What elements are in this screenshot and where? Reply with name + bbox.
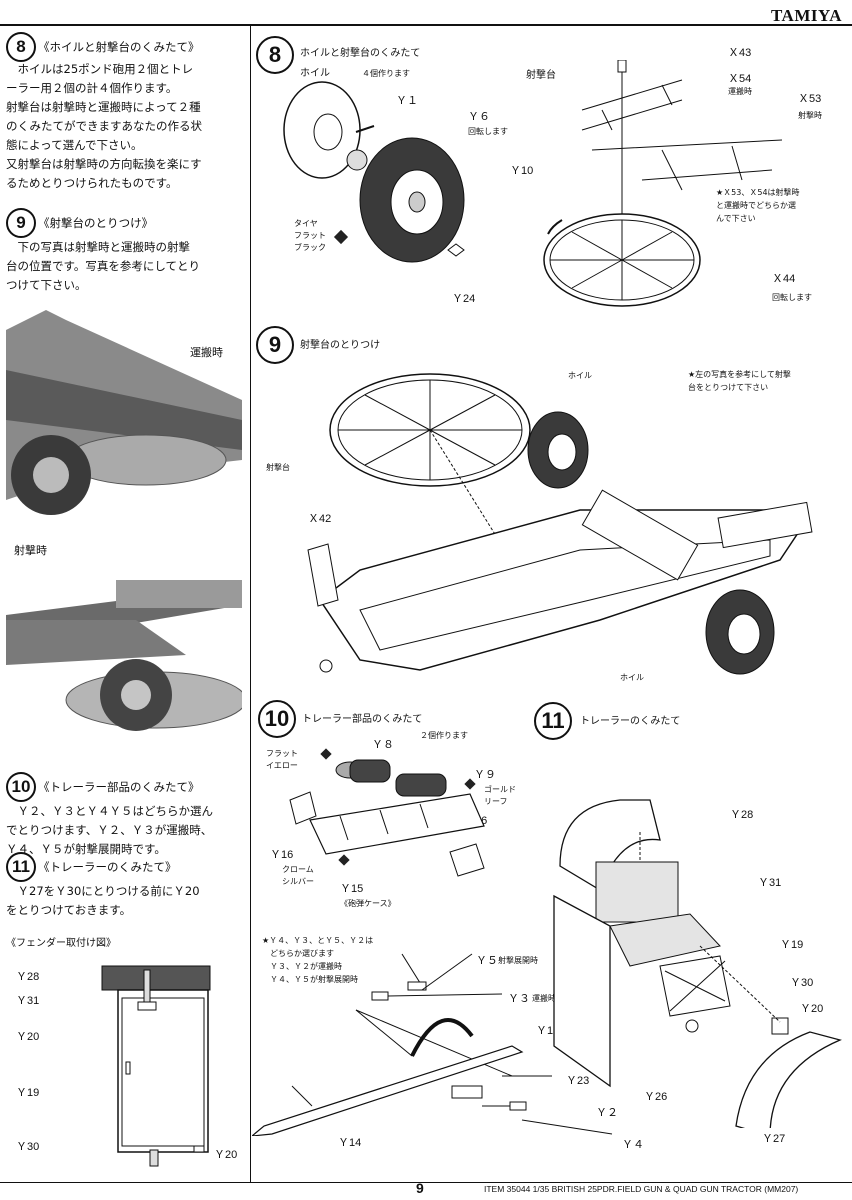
diagram8-wheel-label: ホイル xyxy=(300,68,330,79)
photo-transport-label: 運搬時 xyxy=(190,347,223,359)
fender-label-y28: Ｙ28 xyxy=(16,971,40,983)
diagram8-y6: Ｙ６ xyxy=(468,111,490,123)
diagram10b-y23: Ｙ23 xyxy=(566,1075,590,1087)
diagram11-title: トレーラーのくみたて xyxy=(580,716,681,727)
step8-number: 8 xyxy=(6,32,36,62)
diagram8-rotates: 回転します xyxy=(468,127,508,136)
left-step8: 8 《ホイルと射撃台のくみたて》 ホイルは25ポンド砲用２個とトレーラー用２個の… xyxy=(6,32,246,193)
diagram8-platform-label: 射撃台 xyxy=(526,70,556,81)
left-step10: 10 《トレーラー部品のくみたて》 Ｙ２、Ｙ３とＹ４Ｙ５はどちらか選んでとりつけ… xyxy=(6,772,246,859)
diagram11-y30: Ｙ30 xyxy=(790,977,814,989)
diagram9-note: ★左の写真を参考にして射撃台をとりつけて下さい xyxy=(688,370,791,392)
diagram9-wheel-bottom: ホイル xyxy=(620,673,644,682)
diagram8-x44: Ｘ44 xyxy=(772,273,796,285)
diagram8-title: ホイルと射撃台のくみたて xyxy=(300,48,421,59)
diagram11-y26: Ｙ26 xyxy=(644,1091,668,1103)
diagram11-y20: Ｙ20 xyxy=(800,1003,824,1015)
diagram9-wheel-top: ホイル xyxy=(568,371,592,380)
diagram8-firing: 射撃時 xyxy=(798,111,822,120)
diagram9-x42: Ｘ42 xyxy=(308,513,332,525)
diagram8-y1: Ｙ１ xyxy=(396,95,418,107)
step10-title: 《トレーラー部品のくみたて》 xyxy=(38,779,200,794)
header-rule xyxy=(0,24,852,26)
step9-number: 9 xyxy=(6,208,36,238)
diagram10b-y3: Ｙ３ xyxy=(508,993,530,1005)
left-step9: 9 《射撃台のとりつけ》 下の写真は射撃時と運搬時の射撃台の位置です。写真を参考… xyxy=(6,208,246,295)
diagram10-paint-yellow: フラットイエロー xyxy=(266,749,298,770)
diagram8-tire-paint: タイヤフラットブラック xyxy=(294,219,326,252)
diagram10b-drawing xyxy=(252,953,613,1136)
diagram8-make4: ４個作ります xyxy=(362,69,410,78)
diagram9-number: 9 xyxy=(256,326,294,364)
step11-number: 11 xyxy=(6,852,36,882)
footer-rule xyxy=(0,1182,852,1183)
diagram8-x53: Ｘ53 xyxy=(798,93,822,105)
diagram10-caption: 《砲弾ケース》 xyxy=(340,899,396,908)
diagram11-number: 11 xyxy=(534,702,572,740)
step9-body: 下の写真は射撃時と運搬時の射撃台の位置です。写真を参考にしてとり つけて下さい。 xyxy=(6,240,201,292)
fender-label-y30: Ｙ30 xyxy=(16,1141,40,1153)
step8-body: ホイルは25ポンド砲用２個とトレーラー用２個の計４個作ります。 射撃台は射撃時と… xyxy=(6,62,202,190)
diagram8-drawing xyxy=(283,60,783,307)
diagram8-x54: Ｘ54 xyxy=(728,73,752,85)
diagram10-y16a: Ｙ16 xyxy=(270,849,294,861)
diagram10-paint-chrome: クロームシルバー xyxy=(282,865,314,886)
fender-label-y31: Ｙ31 xyxy=(16,995,40,1007)
diagram11-y31: Ｙ31 xyxy=(758,877,782,889)
diagram10-make2: ２個作ります xyxy=(420,731,468,740)
diagram10b-y2: Ｙ２ xyxy=(596,1107,618,1119)
fender-label-y19: Ｙ19 xyxy=(16,1087,40,1099)
diagram10-y15: Ｙ15 xyxy=(340,883,364,895)
fender-diagram xyxy=(101,965,211,1167)
item-caption: ITEM 35044 1/35 BRITISH 25PDR.FIELD GUN … xyxy=(484,1184,799,1194)
diagram8-number: 8 xyxy=(256,36,294,74)
diagram11-y28: Ｙ28 xyxy=(730,809,754,821)
column-divider xyxy=(250,24,251,1182)
diagram10b-y4: Ｙ４ xyxy=(622,1139,644,1151)
diagram8-x43: Ｘ43 xyxy=(728,47,752,59)
diagram10-drawing xyxy=(289,748,485,877)
step9-title: 《射撃台のとりつけ》 xyxy=(38,215,154,230)
fender-title: 《フェンダー取付け図》 xyxy=(6,938,116,949)
diagram8-note: ★Ｘ53、Ｘ54は射撃時と運搬時でどちらか選んで下さい xyxy=(716,188,800,223)
diagram8-y10: Ｙ10 xyxy=(510,165,534,177)
diagram11-y27: Ｙ27 xyxy=(762,1133,786,1145)
diagram8-transport: 運搬時 xyxy=(728,87,752,96)
diagram10b-y5-note: 射撃展開時 xyxy=(498,956,538,965)
diagram10b-y14: Ｙ14 xyxy=(338,1137,362,1149)
diagram9-title: 射撃台のとりつけ xyxy=(300,340,381,351)
diagram9-platform: 射撃台 xyxy=(266,463,290,472)
diagram10b-y5: Ｙ５ xyxy=(476,955,498,967)
diagram8-rotates2: 回転します xyxy=(772,293,812,302)
page-number: 9 xyxy=(416,1180,424,1196)
fender-label-y20a: Ｙ20 xyxy=(16,1031,40,1043)
diagram9-drawing xyxy=(307,373,813,675)
diagram8-y24: Ｙ24 xyxy=(452,293,476,305)
step10-body: Ｙ２、Ｙ３とＹ４Ｙ５はどちらか選んでとりつけます、Ｙ２、Ｙ３が運搬時、 Ｙ４、Ｙ… xyxy=(6,804,213,856)
diagram10-paint-gold: ゴールドリーフ xyxy=(484,785,516,806)
diagram10-title: トレーラー部品のくみたて xyxy=(302,714,423,725)
diagram10b-note: ★Ｙ４、Ｙ３、とＹ５、Ｙ２は どちらか選びます Ｙ３、Ｙ２が運搬時 Ｙ４、Ｙ５が… xyxy=(262,936,374,984)
photo-firing-label-overlay: 射撃時 xyxy=(12,542,49,558)
step8-title: 《ホイルと射撃台のくみたて》 xyxy=(38,39,200,54)
diagram10-y8: Ｙ８ xyxy=(372,739,394,751)
photo-transport xyxy=(6,310,242,520)
diagram11-drawing xyxy=(553,799,842,1128)
diagram11-y19: Ｙ19 xyxy=(780,939,804,951)
photo-firing xyxy=(6,525,242,735)
brand-logo: TAMIYA xyxy=(770,6,842,25)
diagram10-y9: Ｙ９ xyxy=(474,769,496,781)
fender-label-y20b: Ｙ20 xyxy=(214,1149,238,1161)
diagram10-number: 10 xyxy=(258,700,296,738)
step11-title: 《トレーラーのくみたて》 xyxy=(38,859,177,874)
diagram10b-y3-note: 運搬時 xyxy=(532,994,556,1003)
step10-number: 10 xyxy=(6,772,36,802)
